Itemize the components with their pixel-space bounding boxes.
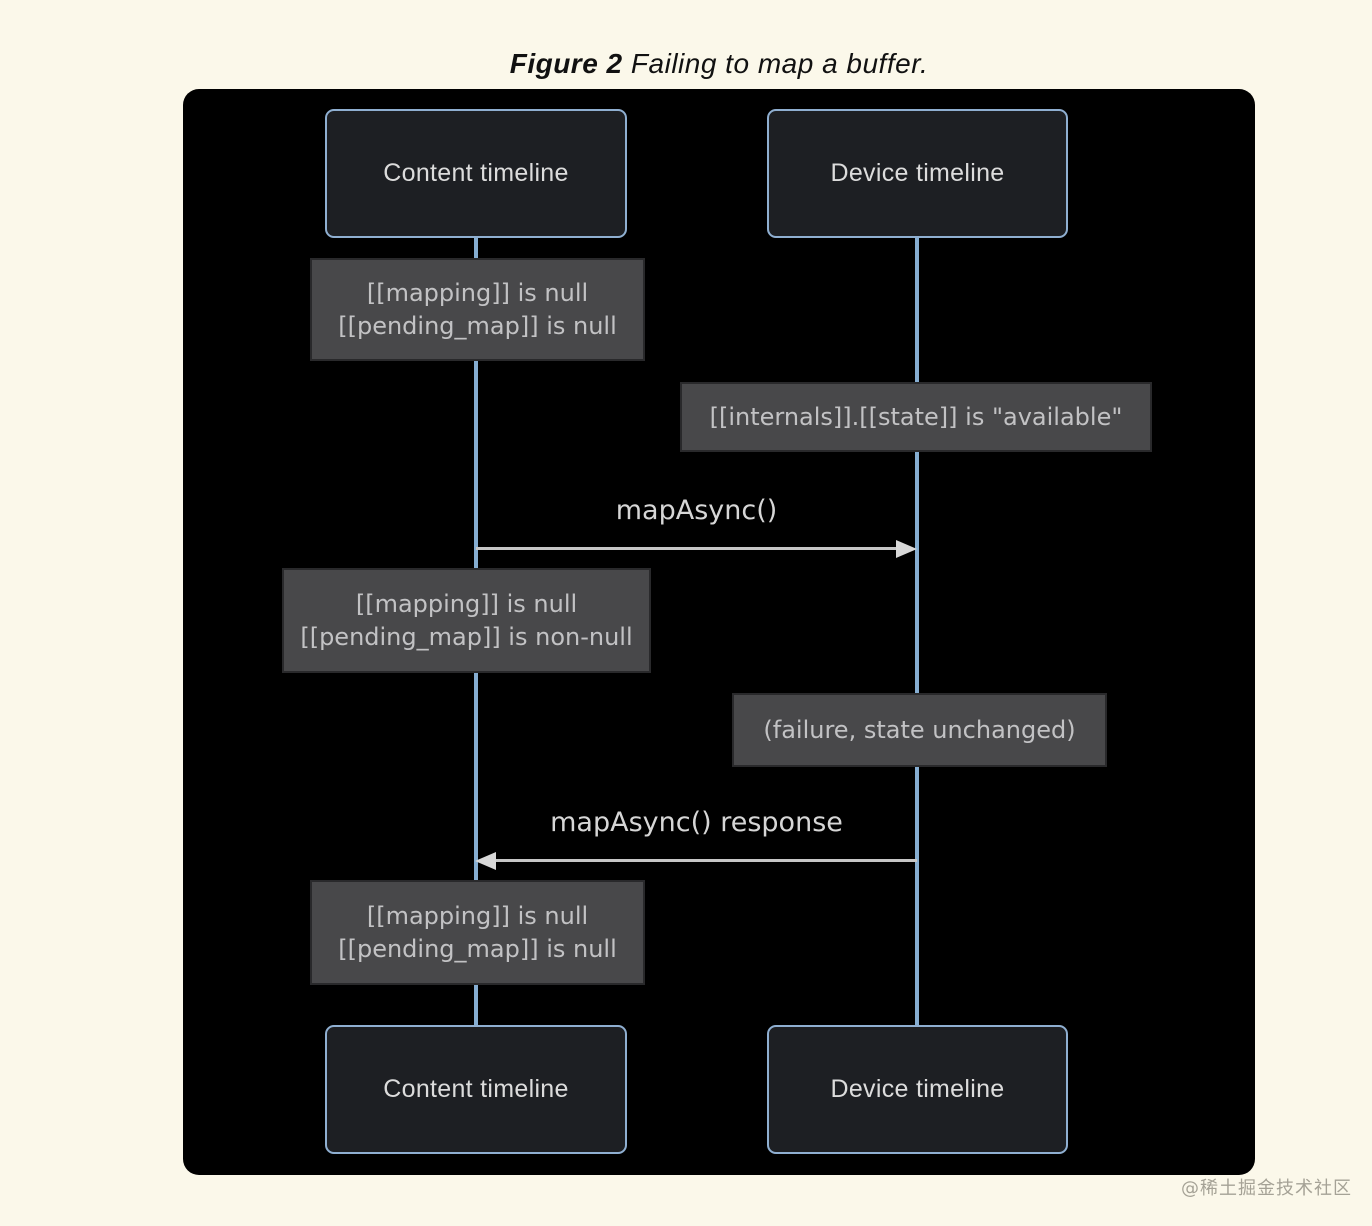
state-note-line: [[mapping]] is null	[366, 901, 589, 930]
figure-number: Figure 2	[509, 48, 623, 79]
lane-box-device-top: Device timeline	[767, 109, 1068, 238]
lane-label-device-top: Device timeline	[830, 159, 1005, 187]
message-label-mapasync: mapAsync()	[615, 495, 778, 526]
figure-caption: Figure 2 Failing to map a buffer.	[183, 48, 1255, 80]
lane-box-device-bottom: Device timeline	[767, 1025, 1068, 1154]
state-note-line: [[internals]].[[state]] is "available"	[709, 402, 1123, 431]
state-note-line: [[pending_map]] is null	[338, 311, 617, 340]
message-label-mapasync-response: mapAsync() response	[550, 807, 843, 838]
arrowhead-left-icon	[475, 852, 496, 870]
state-note-line: [[pending_map]] is non-null	[300, 622, 633, 651]
message-arrow-mapasync	[476, 547, 899, 550]
figure-title: Failing to map a buffer.	[630, 48, 929, 79]
state-note-pending-map-non-null: [[mapping]] is null [[pending_map]] is n…	[282, 568, 651, 673]
state-note-line: [[mapping]] is null	[366, 278, 589, 307]
state-note-failure: (failure, state unchanged)	[732, 693, 1107, 767]
state-note-internals-available: [[internals]].[[state]] is "available"	[680, 382, 1152, 452]
message-arrow-mapasync-response	[495, 859, 917, 862]
state-note-mapping-null-2: [[mapping]] is null [[pending_map]] is n…	[310, 880, 645, 985]
state-note-mapping-null-1: [[mapping]] is null [[pending_map]] is n…	[310, 258, 645, 361]
lane-label-content-bottom: Content timeline	[383, 1075, 569, 1103]
state-note-line: [[pending_map]] is null	[338, 934, 617, 963]
lane-label-content-top: Content timeline	[383, 159, 569, 187]
lane-box-content-bottom: Content timeline	[325, 1025, 627, 1154]
device-lifeline	[915, 238, 919, 1025]
lane-label-device-bottom: Device timeline	[830, 1075, 1005, 1103]
arrowhead-right-icon	[896, 540, 917, 558]
sequence-diagram: Content timeline Device timeline [[mappi…	[183, 89, 1255, 1175]
watermark: @稀土掘金技术社区	[1181, 1178, 1352, 1199]
lane-box-content-top: Content timeline	[325, 109, 627, 238]
state-note-line: [[mapping]] is null	[355, 589, 578, 618]
state-note-line: (failure, state unchanged)	[763, 715, 1076, 744]
